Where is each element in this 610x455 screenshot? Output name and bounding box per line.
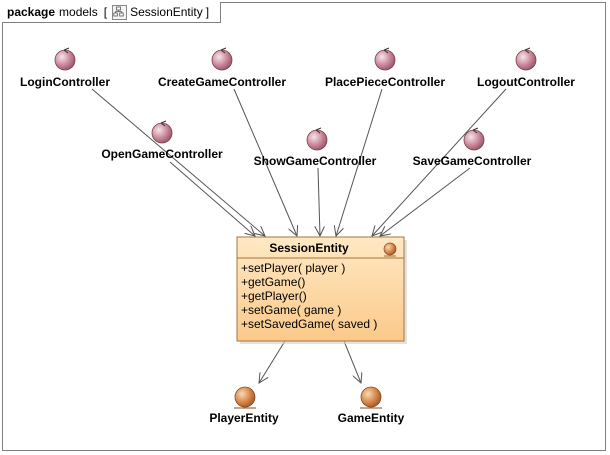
association-logout-session [372,88,507,236]
operation-set-saved-game: +setSavedGame( saved ) [241,317,377,331]
controller-place-piece[interactable]: PlacePieceController [325,47,445,89]
diagram-frame [2,2,606,451]
association-opengame-session [169,161,255,236]
association-savegame-session [380,167,471,236]
operation-get-player: +getPlayer() [241,289,307,303]
entity-label: GameEntity [338,411,405,425]
controller-logout[interactable]: LogoutController [477,47,575,89]
association-session-game [343,340,361,383]
association-showgame-session [318,167,320,236]
controller-label: OpenGameController [101,147,223,161]
control-icon [160,120,167,127]
entity-game[interactable]: GameEntity [338,386,405,425]
controller-label: LoginController [20,75,110,89]
control-icon [63,47,70,54]
controller-label: ShowGameController [254,154,377,168]
controller-open-game[interactable]: OpenGameController [101,120,223,161]
controller-login[interactable]: LoginController [20,47,110,89]
controller-save-game[interactable]: SaveGameController [413,127,532,168]
association-placepiece-session [336,88,383,236]
class-name: SessionEntity [269,241,349,255]
control-icon [220,47,227,54]
entity-icon [383,242,397,257]
entity-player[interactable]: PlayerEntity [209,386,279,425]
entity-label: PlayerEntity [209,411,279,425]
operation-set-game: +setGame( game ) [241,303,341,317]
session-entity-class[interactable]: SessionEntity +setPlayer( player ) +getG… [236,236,407,344]
controller-label: CreateGameController [158,75,286,89]
class-diagram-icon [112,4,128,20]
controller-label: LogoutController [477,75,575,89]
control-icon [472,127,479,134]
controller-label: SaveGameController [413,154,532,168]
control-icon [524,47,531,54]
diagram-name: SessionEntity [130,5,203,19]
association-session-player [259,340,286,383]
open-bracket: [ [103,5,108,19]
control-icon [383,47,390,54]
control-icon [315,127,322,134]
package-keyword: package [7,5,56,19]
package-name: models [59,5,98,19]
close-bracket: ] [205,5,210,19]
controller-show-game[interactable]: ShowGameController [254,127,377,168]
diagram-header-tab: package models [ SessionEntity ] [2,2,222,23]
association-creategame-session [233,88,297,236]
operation-set-player: +setPlayer( player ) [241,261,345,275]
controller-label: PlacePieceController [325,75,445,89]
operation-get-game: +getGame() [241,275,305,289]
controller-create-game[interactable]: CreateGameController [158,47,286,89]
association-login-session [91,88,265,236]
association-lines [91,88,507,383]
